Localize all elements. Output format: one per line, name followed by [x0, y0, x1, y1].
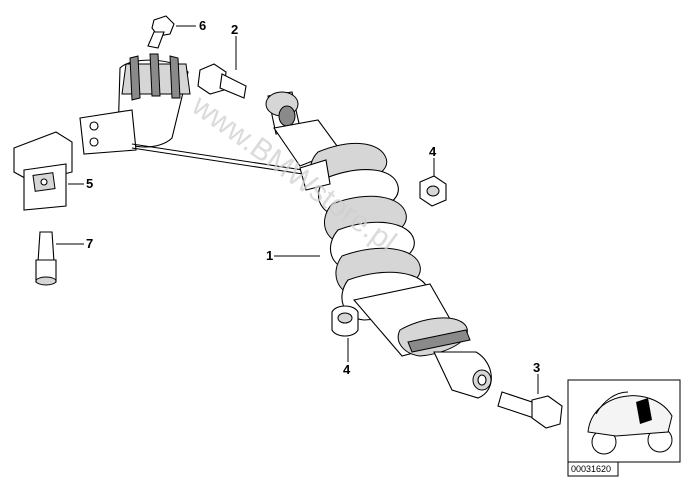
- preload-adjuster[interactable]: [79, 53, 331, 191]
- strut-lower-eye: [433, 351, 492, 399]
- holder[interactable]: [13, 131, 73, 211]
- strut-damper-body: [352, 283, 471, 357]
- callout-2: 2: [231, 22, 238, 37]
- hex-bolt-lower[interactable]: [497, 391, 563, 429]
- strut-upper-eye: [265, 91, 301, 135]
- callout-7: 7: [86, 236, 93, 251]
- callout-6: 6: [199, 18, 206, 33]
- callout-4-lower: 4: [343, 362, 351, 377]
- callout-5: 5: [86, 176, 93, 191]
- self-locking-nut-upper[interactable]: [419, 175, 447, 207]
- motorcycle-icon: [587, 391, 673, 455]
- callout-1: 1: [266, 248, 273, 263]
- hex-bolt-upper[interactable]: [197, 63, 247, 99]
- spring-strut[interactable]: [265, 91, 492, 399]
- allen-screw[interactable]: [35, 231, 57, 286]
- callout-3: 3: [533, 360, 540, 375]
- collar-screw[interactable]: [147, 15, 175, 49]
- reference-number: 00031620: [571, 464, 611, 474]
- self-locking-nut-lower[interactable]: [331, 305, 359, 337]
- inset-motorcycle-thumbnail: 00031620: [567, 379, 681, 477]
- callout-4-upper: 4: [429, 144, 437, 159]
- leader-lines: [56, 25, 539, 394]
